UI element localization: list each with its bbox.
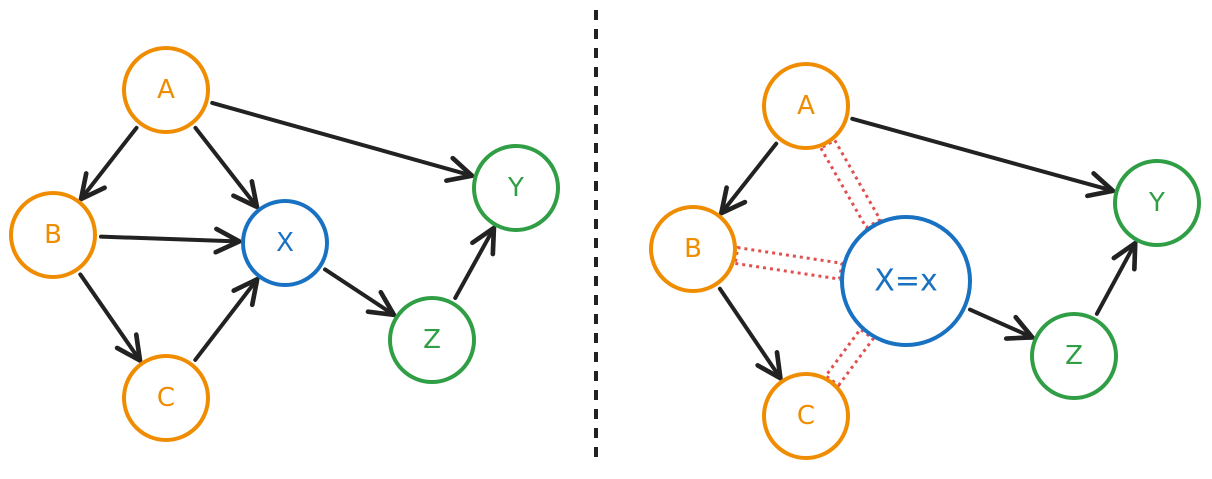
left-node-x: X xyxy=(241,199,329,287)
left-node-c-label: C xyxy=(157,383,175,413)
left-node-a: A xyxy=(122,46,210,134)
left-node-z-circle xyxy=(388,296,476,384)
right-edge-a-to-b xyxy=(718,141,779,216)
right-removed-edge-c-to-x xyxy=(823,327,876,388)
intervened-graph-panel: A B C X=x Y Z xyxy=(649,62,1201,460)
left-node-c-circle xyxy=(122,354,210,442)
left-node-b-label: B xyxy=(44,220,62,250)
left-node-y-label: Y xyxy=(507,173,524,203)
right-node-z-label: Z xyxy=(1065,341,1083,371)
left-edge-z-to-y xyxy=(453,225,497,300)
right-removed-edge-b-to-x xyxy=(733,245,844,281)
right-node-c: C xyxy=(762,372,850,460)
right-edge-b-to-c xyxy=(717,286,783,381)
left-edge-a-to-x xyxy=(193,125,260,210)
right-node-y-circle xyxy=(1113,159,1201,247)
right-node-x-label: X=x xyxy=(874,264,937,299)
right-node-y-label: Y xyxy=(1148,188,1165,218)
right-node-y: Y xyxy=(1113,159,1201,247)
left-edge-x-to-z xyxy=(323,267,397,318)
left-edge-b-to-c xyxy=(78,272,143,363)
left-node-z-label: Z xyxy=(423,325,441,355)
left-node-z: Z xyxy=(388,296,476,384)
right-node-b: B xyxy=(649,205,737,293)
right-node-b-label: B xyxy=(684,234,702,264)
right-edge-a-to-y xyxy=(850,116,1116,199)
left-node-x-circle xyxy=(241,199,329,287)
right-node-a-circle xyxy=(762,62,850,150)
right-node-c-circle xyxy=(762,372,850,460)
left-node-x-label: X xyxy=(276,228,294,258)
left-edge-a-to-y xyxy=(210,100,475,183)
right-edge-z-to-y xyxy=(1094,240,1138,316)
right-node-x: X=x xyxy=(840,215,972,347)
right-node-a-label: A xyxy=(797,91,815,121)
left-node-b-circle xyxy=(9,191,97,279)
left-edge-b-to-x xyxy=(98,226,242,255)
left-node-b: B xyxy=(9,191,97,279)
right-node-z-circle xyxy=(1030,312,1118,400)
left-node-y-circle xyxy=(472,144,560,232)
left-edge-a-to-b xyxy=(78,125,139,202)
left-edge-c-to-x xyxy=(193,276,260,362)
left-node-c: C xyxy=(122,354,210,442)
right-removed-edge-a-to-x xyxy=(818,138,883,230)
right-node-c-label: C xyxy=(797,401,815,431)
right-node-z: Z xyxy=(1030,312,1118,400)
left-node-y: Y xyxy=(472,144,560,232)
right-edge-x-to-z xyxy=(967,307,1035,341)
left-node-a-circle xyxy=(122,46,210,134)
right-node-b-circle xyxy=(649,205,737,293)
left-node-a-label: A xyxy=(157,75,175,105)
right-node-x-circle xyxy=(840,215,972,347)
original-graph-panel: A B C X Y Z xyxy=(9,46,560,442)
right-node-a: A xyxy=(762,62,850,150)
